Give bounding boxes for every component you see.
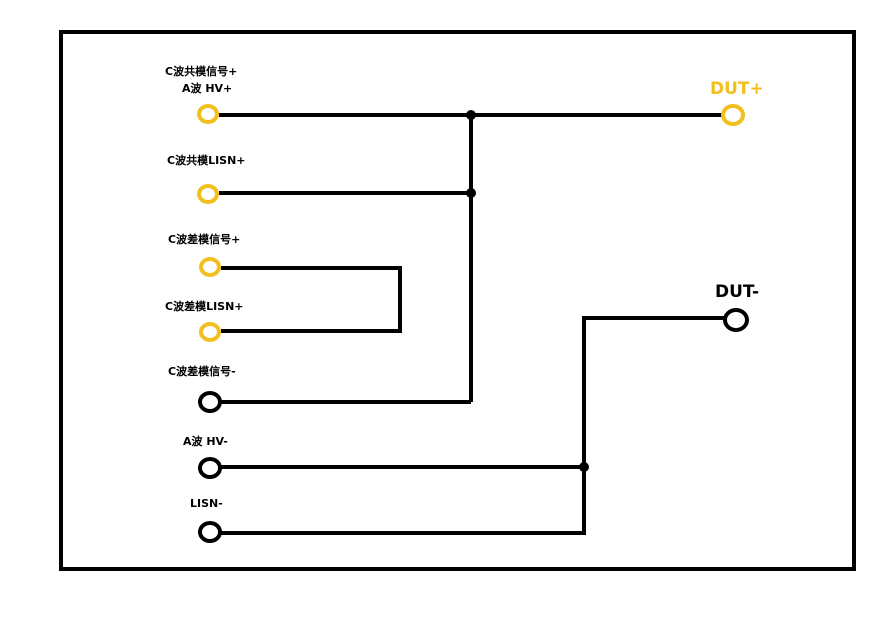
- terminal-t5: C波差模信号-: [168, 364, 236, 413]
- terminal-t3-connector: [199, 257, 221, 277]
- terminal-t6-connector: [198, 457, 222, 479]
- terminal-t4: C波差模LISN+: [165, 299, 244, 342]
- terminal-t3: C波差模信号+: [168, 232, 240, 277]
- terminal-t1-label-1: C波共模信号+: [165, 64, 237, 78]
- wires: [219, 113, 725, 535]
- terminal-t5-label: C波差模信号-: [168, 364, 236, 378]
- terminal-t2-connector: [197, 184, 219, 204]
- junction-dot: [466, 110, 476, 120]
- dut-plus-connector: [721, 104, 745, 126]
- terminal-t7-connector: [198, 521, 222, 543]
- dut-plus-label: DUT+: [710, 79, 764, 99]
- dut-minus-connector: [723, 308, 749, 332]
- output-dut-plus: DUT+: [710, 79, 764, 126]
- junction-dot: [466, 188, 476, 198]
- junctions: [466, 110, 589, 472]
- wire-t7-to-dut-minus: [221, 316, 725, 535]
- terminal-t7-label: LISN-: [190, 497, 223, 510]
- terminal-t4-connector: [199, 322, 221, 342]
- dut-minus-label: DUT-: [715, 282, 759, 302]
- terminal-t1-connector: [197, 104, 219, 124]
- terminal-t7: LISN-: [190, 497, 223, 543]
- junction-dot: [579, 462, 589, 472]
- terminal-t5-connector: [198, 391, 222, 413]
- output-dut-minus: DUT-: [715, 282, 759, 332]
- terminal-t3-label: C波差模信号+: [168, 232, 240, 246]
- wire-t3-to-t4-loop: [221, 266, 402, 333]
- diagram-frame: [59, 30, 856, 571]
- terminal-t4-label: C波差模LISN+: [165, 299, 244, 313]
- terminal-t6: A波 HV-: [183, 434, 228, 479]
- terminal-t1: C波共模信号+ A波 HV+: [165, 64, 237, 124]
- terminal-t6-label: A波 HV-: [183, 434, 228, 448]
- terminal-t1-label-2: A波 HV+: [182, 81, 232, 95]
- terminal-t2-label: C波共模LISN+: [167, 153, 246, 167]
- terminal-t2: C波共模LISN+: [167, 153, 246, 204]
